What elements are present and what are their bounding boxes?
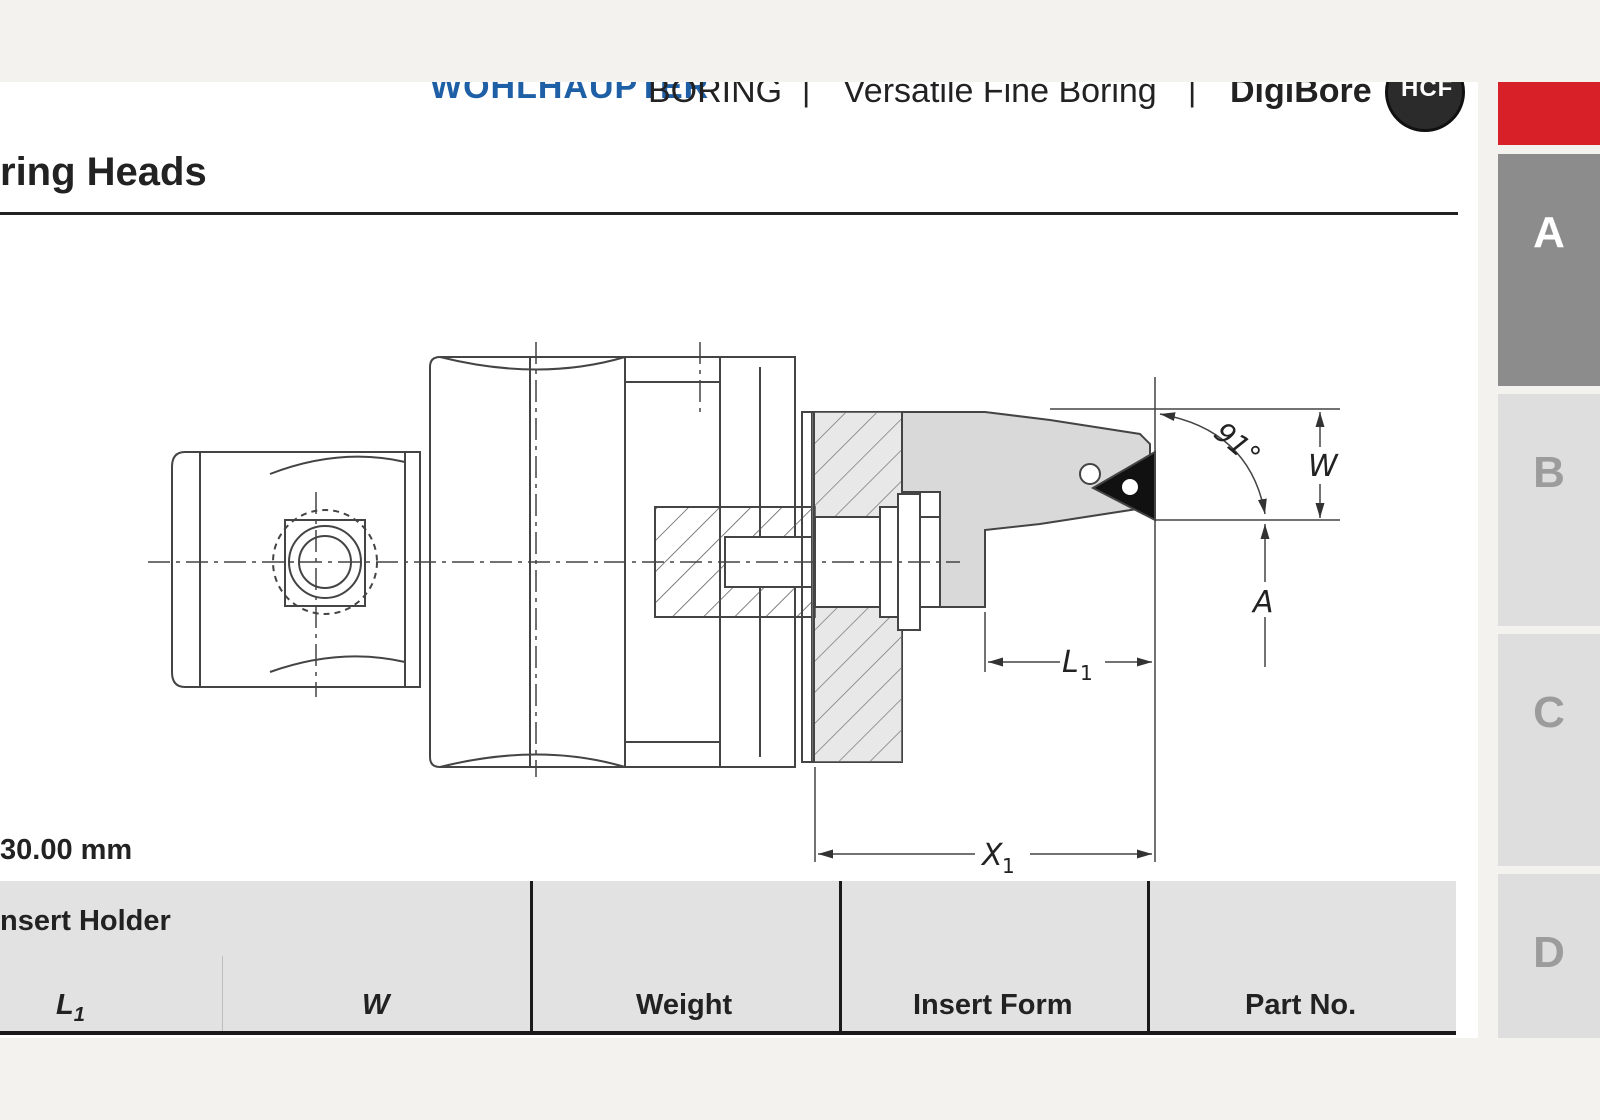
page-title: ring Heads <box>0 150 207 194</box>
boring-head-drawing: 91° W A L 1 X 1 <box>148 342 1340 878</box>
header-separator: | <box>802 82 811 108</box>
side-tab-a[interactable]: A <box>1498 154 1600 386</box>
logo-text: HCF <box>1401 82 1454 102</box>
dim-x1-subscript: 1 <box>1002 854 1015 878</box>
side-tab-b[interactable]: B <box>1498 394 1600 626</box>
col-w-header: W <box>362 989 390 1021</box>
category-label: BORING <box>648 82 783 110</box>
dim-l1-subscript: 1 <box>1080 661 1093 685</box>
dim-x1-label: X <box>980 838 1004 873</box>
section-label: Versatile Fine Boring <box>843 82 1157 110</box>
col-weight-header: Weight <box>636 989 733 1021</box>
header-separator: | <box>1188 82 1197 108</box>
col-l1-subscript: 1 <box>73 1003 85 1026</box>
brand-name: WOHLHAUPTER <box>430 82 710 106</box>
side-tab-label: B <box>1533 448 1565 497</box>
insert-holder-bar <box>901 411 1151 608</box>
col-part-no-header: Part No. <box>1245 989 1357 1021</box>
side-tab-label: D <box>1533 928 1565 977</box>
diameter-label: 30.00 mm <box>0 834 133 866</box>
col-l1-header: L1 <box>56 989 85 1027</box>
side-tab-d[interactable]: D <box>1498 874 1600 1038</box>
column-divider <box>530 881 533 1031</box>
side-tab-label: A <box>1533 208 1565 257</box>
page-header: WOHLHAUPTER BORING | Versatile Fine Bori… <box>0 82 1478 142</box>
hcf-logo: HCF <box>1385 82 1465 132</box>
product-label: DigiBore <box>1230 82 1372 110</box>
shank-outline <box>171 451 421 688</box>
side-tab-label: C <box>1533 688 1565 737</box>
dim-l1-label: L <box>1062 645 1079 680</box>
dim-a-label: A <box>1251 585 1274 620</box>
table-header: nsert Holder L1 W Weight Insert Form Par… <box>0 881 1456 1035</box>
col-insert-form-header: Insert Form <box>913 989 1073 1021</box>
body-outline <box>429 356 796 768</box>
column-divider <box>222 956 223 1031</box>
catalog-page: WOHLHAUPTER BORING | Versatile Fine Bori… <box>0 82 1478 1038</box>
col-l1-letter: L <box>56 989 74 1021</box>
column-divider <box>839 881 842 1031</box>
title-rule <box>0 212 1458 215</box>
column-divider <box>1147 881 1150 1031</box>
side-tab-c[interactable]: C <box>1498 634 1600 866</box>
dim-w-label: W <box>1308 449 1339 484</box>
side-tab-accent <box>1498 82 1600 145</box>
angle-label: 91° <box>1208 415 1267 472</box>
insert-holder-group-header: nsert Holder <box>0 905 171 937</box>
